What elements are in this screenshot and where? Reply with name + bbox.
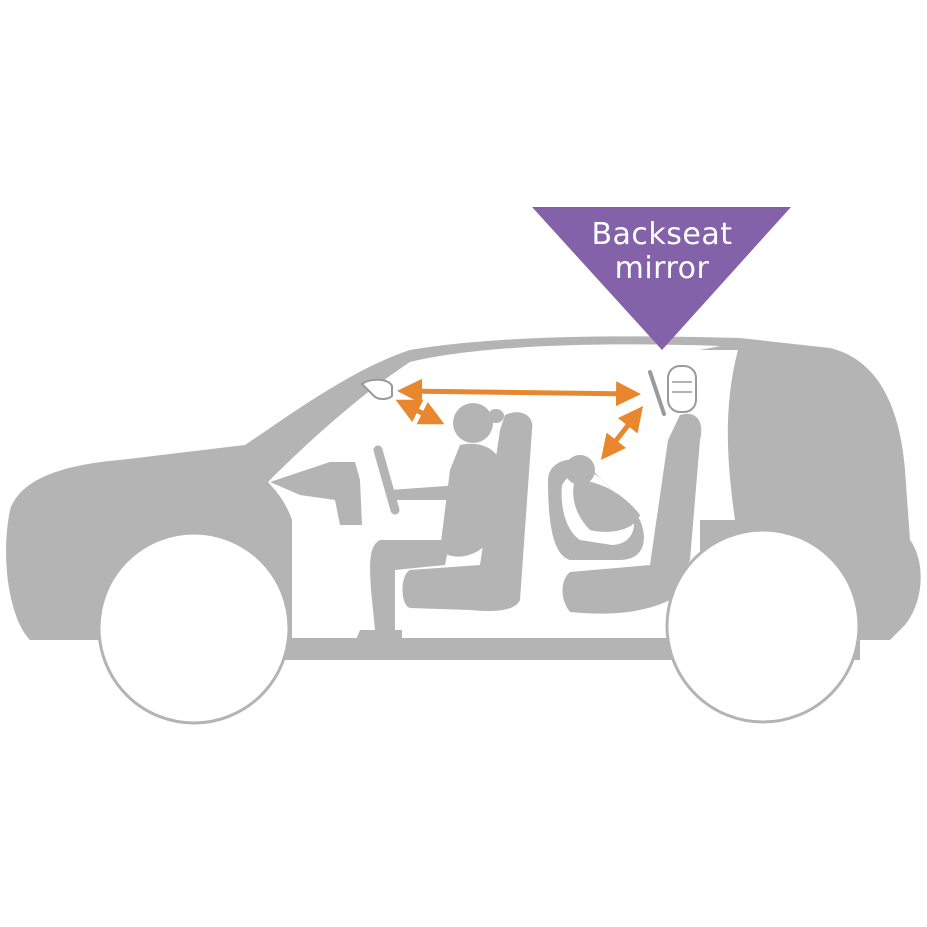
- rear-window: [700, 350, 738, 520]
- backseat-mirror-callout: Backseat mirror: [532, 207, 791, 350]
- callout-label-line2: mirror: [615, 251, 710, 286]
- backseat-mirror-icon: [648, 365, 697, 416]
- arrow-mirror-to-child: [600, 406, 644, 460]
- sight-line-arrows: [395, 378, 644, 460]
- front-wheel: [97, 531, 291, 725]
- child-in-car-seat: [548, 455, 644, 560]
- rear-wheel: [665, 528, 861, 724]
- rearview-mirror-icon: [360, 378, 393, 400]
- arrow-driver-to-mirror: [395, 399, 445, 425]
- callout-label-line1: Backseat: [591, 217, 732, 252]
- dashboard: [270, 462, 362, 525]
- callout-triangle: [532, 207, 791, 350]
- arrow-mirror-to-mirror: [397, 378, 641, 407]
- rear-seat: [562, 413, 702, 614]
- front-seat: [402, 412, 533, 611]
- steering-wheel: [373, 445, 400, 515]
- driver-figure: [355, 403, 504, 642]
